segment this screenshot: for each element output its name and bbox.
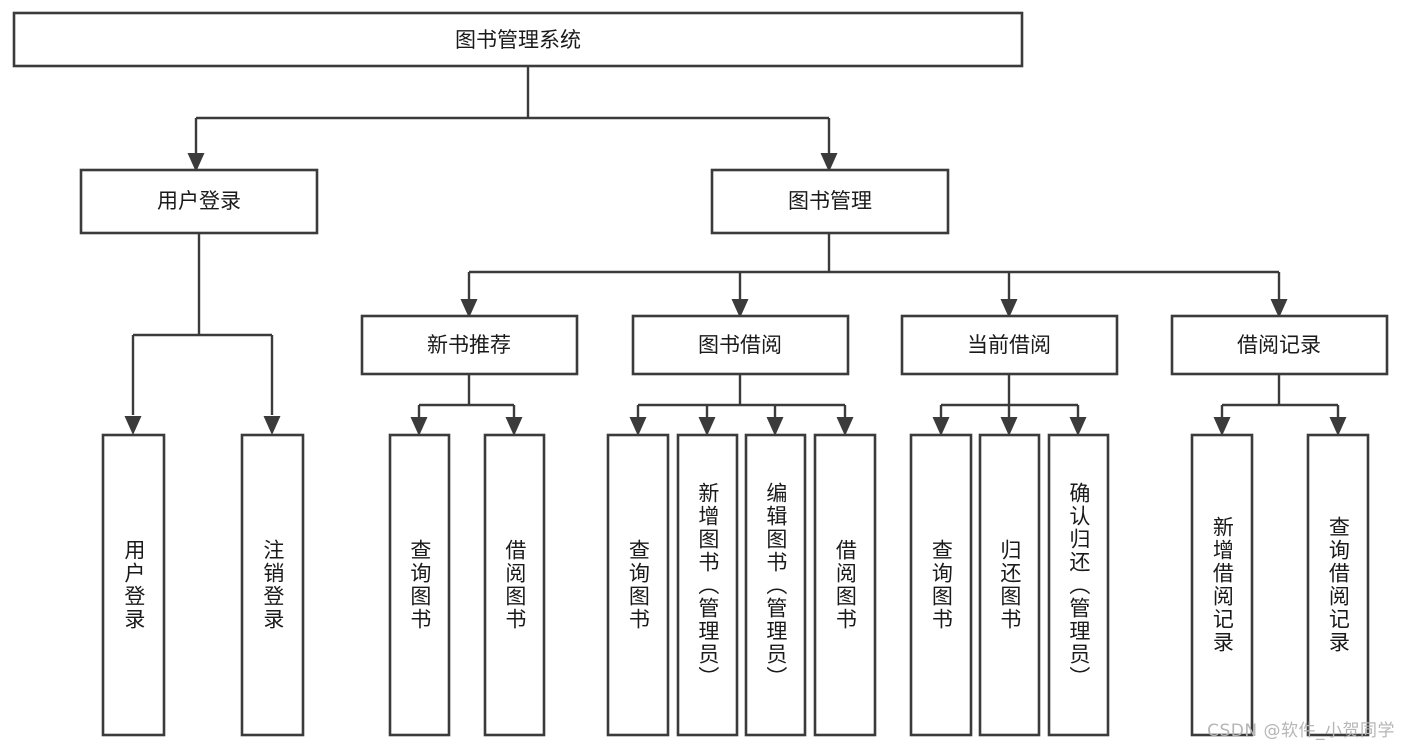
leaf-box-bookborrow-3[interactable]: [813, 433, 877, 737]
connector-newbook-to-leaves: [410, 374, 523, 436]
leaf-box-bookborrow-2[interactable]: [744, 433, 807, 737]
node-root[interactable]: 图书管理系统: [12, 11, 1024, 68]
connector-currentborrow-to-leaves: [932, 374, 1087, 436]
node-user-login[interactable]: 用户登录: [79, 168, 319, 235]
leaf-box-bookborrow-1[interactable]: [676, 433, 739, 737]
node-new-book-recommend[interactable]: 新书推荐: [360, 314, 579, 376]
leaf-boxes-book-borrow: [606, 433, 877, 737]
leaf-boxes-new-book-recommend: [388, 433, 546, 737]
node-root-label: 图书管理系统: [455, 28, 581, 52]
leaf-box-user-login-0[interactable]: [101, 433, 166, 737]
node-new-book-recommend-label: 新书推荐: [427, 333, 511, 357]
node-borrow-record-label: 借阅记录: [1237, 333, 1321, 357]
connector-bookmgmt-to-level3: [460, 233, 1288, 318]
node-current-borrow-label: 当前借阅: [967, 333, 1051, 357]
leaf-box-borrowrecord-1[interactable]: [1306, 433, 1370, 737]
leaf-box-newbook-1[interactable]: [483, 433, 546, 737]
connector-root-to-level2: [187, 66, 838, 172]
leaf-boxes-borrow-record: [1190, 433, 1370, 737]
node-current-borrow[interactable]: 当前借阅: [900, 314, 1119, 376]
connector-userlogin-to-leaves: [124, 233, 281, 435]
csdn-watermark: CSDN @软件_小贺同学: [1207, 721, 1395, 741]
leaf-box-borrowrecord-0[interactable]: [1190, 433, 1254, 737]
leaf-box-user-login-1[interactable]: [240, 433, 305, 737]
leaf-box-currentborrow-0[interactable]: [909, 433, 973, 737]
node-book-borrow[interactable]: 图书借阅: [631, 314, 850, 376]
leaf-boxes-user-login: [101, 433, 305, 737]
connector-borrowrecord-to-leaves: [1213, 374, 1347, 436]
node-borrow-record[interactable]: 借阅记录: [1170, 314, 1389, 376]
leaf-box-newbook-0[interactable]: [388, 433, 451, 737]
leaf-box-bookborrow-0[interactable]: [606, 433, 670, 737]
leaf-boxes-current-borrow: [909, 433, 1110, 737]
node-user-login-label: 用户登录: [157, 189, 241, 213]
node-book-management-label: 图书管理: [788, 189, 872, 213]
node-book-borrow-label: 图书借阅: [698, 333, 782, 357]
leaf-box-currentborrow-2[interactable]: [1047, 433, 1110, 737]
leaf-box-currentborrow-1[interactable]: [978, 433, 1041, 737]
node-book-management[interactable]: 图书管理: [710, 168, 950, 235]
connector-bookborrow-to-leaves: [629, 374, 854, 436]
